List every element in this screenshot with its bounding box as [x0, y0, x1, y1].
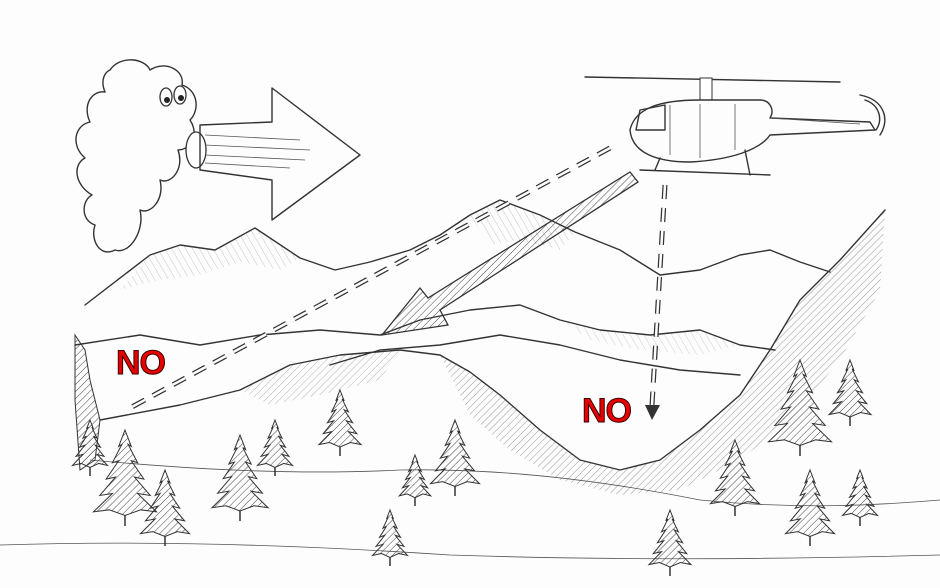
pine-tree — [317, 388, 363, 448]
pine-tree — [827, 358, 873, 418]
pine-tree — [371, 508, 409, 559]
cloud-left-eye — [159, 87, 173, 107]
pine-tree — [397, 453, 433, 499]
middle-ridges — [74, 304, 776, 376]
approach-arrow — [380, 171, 639, 336]
no-label-right: NO — [582, 392, 633, 431]
pine-tree — [841, 468, 879, 519]
helicopter — [584, 76, 886, 176]
wind-arrow — [199, 87, 361, 221]
no-label-left: NO — [116, 344, 167, 383]
pine-trees — [71, 358, 879, 576]
dashed-sight-lines — [128, 145, 668, 420]
pine-tree — [429, 418, 481, 488]
pine-tree — [92, 428, 158, 517]
cloud-right-eye — [173, 85, 187, 105]
cloud-mouth — [185, 131, 207, 169]
wind-cloud — [75, 59, 207, 253]
pine-tree — [256, 418, 294, 469]
pine-tree — [210, 433, 270, 512]
pine-tree — [647, 508, 693, 568]
pine-tree — [784, 468, 836, 538]
